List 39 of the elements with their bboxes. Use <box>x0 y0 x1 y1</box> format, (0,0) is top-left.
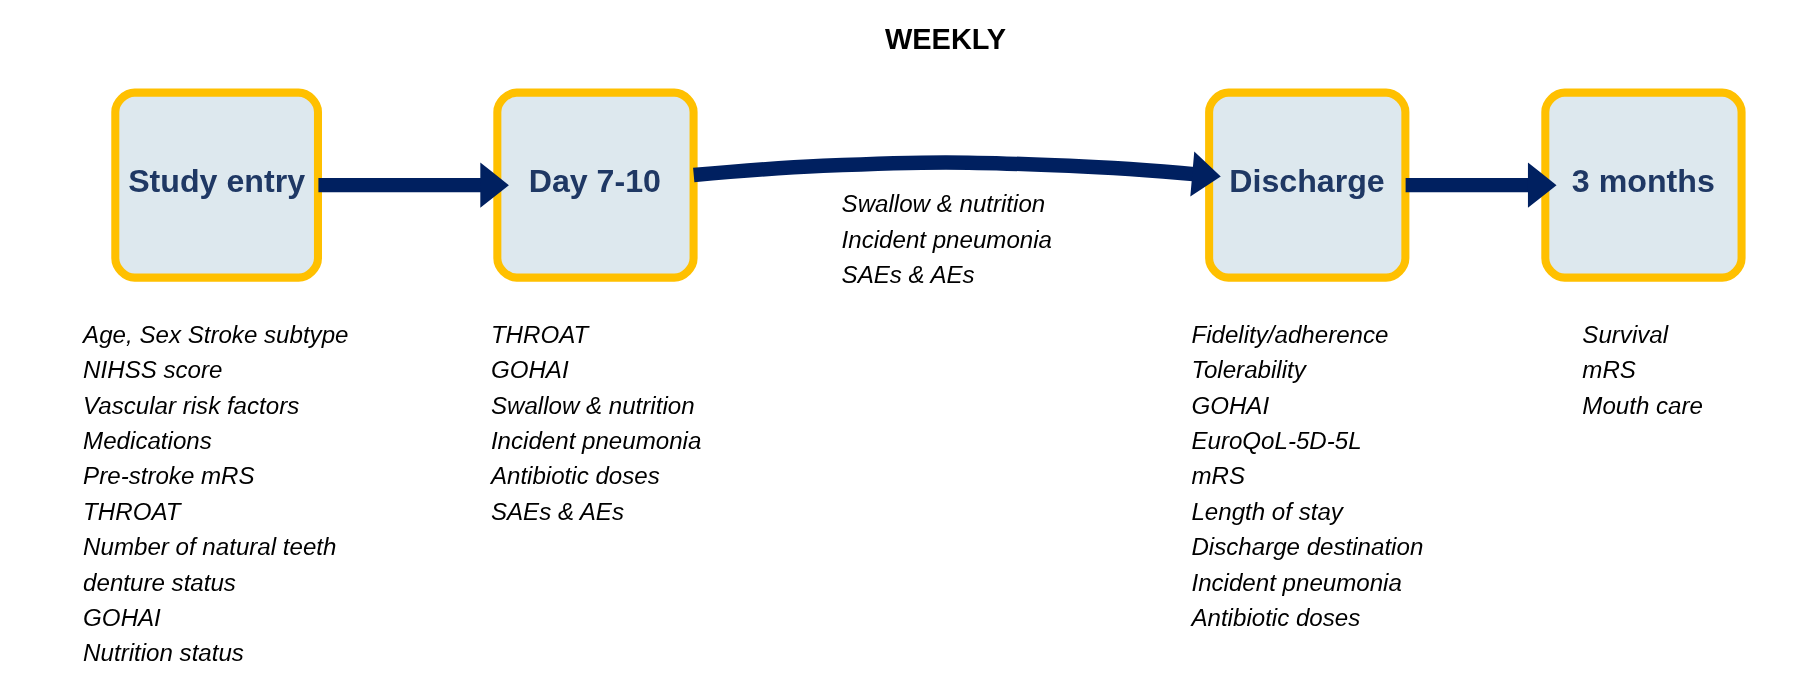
node-label: Length of stay <box>1190 497 1343 525</box>
node-label: Antibiotic doses <box>1190 603 1360 631</box>
node-box: Day 7-10 <box>492 88 698 282</box>
node-label: EuroQoL-5D-5L <box>1190 426 1362 454</box>
node-label: Vascular risk factors <box>82 391 299 419</box>
node-label: Medications <box>82 426 212 454</box>
node-box: Discharge <box>1204 88 1409 282</box>
node-label: GOHAI <box>82 603 161 631</box>
label: WEEKLY <box>884 23 1006 56</box>
arrow <box>692 151 1221 197</box>
node-box: Study entry <box>110 88 322 282</box>
node-label: NIHSS score <box>82 356 222 384</box>
label: Incident pneumonia <box>841 225 1052 253</box>
node-label: Survival <box>1581 320 1668 348</box>
node-label: Incident pneumonia <box>1190 568 1402 596</box>
label: Swallow & nutrition <box>841 190 1045 218</box>
node-label: mRS <box>1190 462 1245 490</box>
node-label: THROAT <box>490 320 588 348</box>
node-label: Age, Sex Stroke subtype <box>82 320 348 348</box>
node-label: Pre-stroke mRS <box>82 462 255 490</box>
node-label: Incident pneumonia <box>490 426 701 454</box>
node-label: Antibiotic doses <box>490 462 660 490</box>
node-label: Nutrition status <box>82 639 244 667</box>
node-label: GOHAI <box>1190 391 1269 419</box>
arrow <box>317 162 509 208</box>
node-label: Fidelity/adherence <box>1190 320 1388 348</box>
node-label: THROAT <box>82 497 180 525</box>
node-label: GOHAI <box>490 356 569 384</box>
node-label: Tolerability <box>1190 356 1306 384</box>
node-label: Mouth care <box>1581 391 1703 419</box>
node-label: Swallow & nutrition <box>490 391 695 419</box>
node-label: mRS <box>1581 356 1636 384</box>
label: SAEs & AEs <box>841 261 975 289</box>
node-label: Discharge destination <box>1190 533 1423 561</box>
node-label: denture status <box>82 568 236 596</box>
node-label: Number of natural teeth <box>82 533 336 561</box>
node-label: SAEs & AEs <box>490 497 624 525</box>
node-box: 3 months <box>1540 88 1746 282</box>
arrow <box>1405 162 1557 208</box>
